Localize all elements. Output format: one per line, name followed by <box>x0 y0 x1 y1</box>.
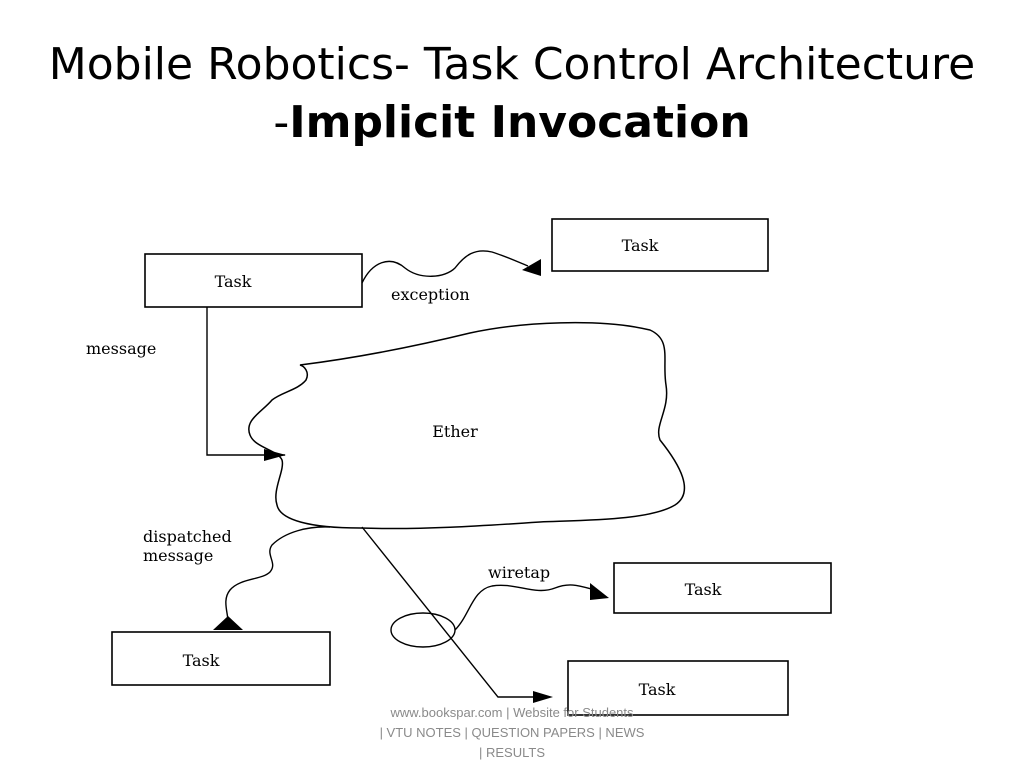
exception-arrowhead <box>522 259 541 276</box>
title-line-2: -Implicit Invocation <box>0 94 1024 152</box>
title-prefix: - <box>273 97 290 148</box>
task-box-mid-right <box>613 562 832 614</box>
task-box-top-left <box>144 253 363 308</box>
dispatched-message-arrowhead <box>213 616 243 630</box>
wiretap-connector <box>454 584 596 631</box>
message-connector <box>206 307 285 456</box>
footer-line-2: | VTU NOTES | QUESTION PAPERS | NEWS <box>379 725 645 740</box>
wiretap-loop <box>390 612 456 648</box>
slide-title: Mobile Robotics- Task Control Architectu… <box>0 36 1024 152</box>
title-line-1: Mobile Robotics- Task Control Architectu… <box>48 39 976 90</box>
dispatched-label-line-2: message <box>143 546 213 565</box>
task-label-bottom-right: Task <box>639 680 676 699</box>
direct-dispatch-connector <box>361 526 548 698</box>
message-label: message <box>86 339 156 358</box>
wiretap-label: wiretap <box>488 563 550 582</box>
footer-line-1: www.bookspar.com | Website for Students <box>390 705 634 720</box>
task-box-bottom-right <box>567 660 789 716</box>
task-label-top-left: Task <box>215 272 252 291</box>
message-arrowhead <box>264 449 286 461</box>
ether-cloud <box>248 321 686 530</box>
wiretap-arrowhead <box>590 583 609 600</box>
task-box-bottom-left <box>111 631 331 686</box>
ether-label: Ether <box>432 422 478 441</box>
footer-watermark: www.bookspar.com | Website for Students … <box>352 703 672 763</box>
dispatched-message-connector <box>225 526 331 623</box>
task-label-top-right: Task <box>622 236 659 255</box>
direct-dispatch-arrowhead <box>533 691 553 703</box>
exception-connector <box>361 250 529 284</box>
task-box-top-right <box>551 218 769 272</box>
exception-label: exception <box>391 285 470 304</box>
task-label-mid-right: Task <box>685 580 722 599</box>
footer-line-3: | RESULTS <box>479 745 545 760</box>
task-label-bottom-left: Task <box>183 651 220 670</box>
dispatched-label-line-1: dispatched <box>143 527 232 546</box>
title-bold-text: Implicit Invocation <box>289 97 751 148</box>
